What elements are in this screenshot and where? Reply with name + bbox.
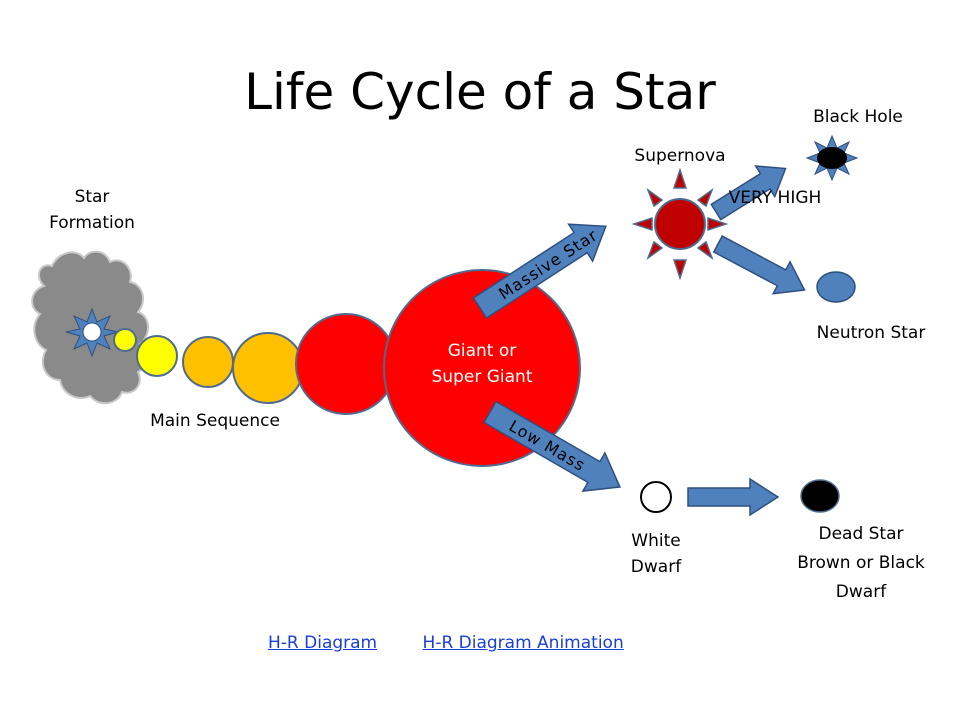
footer-links: H-R Diagram H-R Diagram Animation bbox=[268, 633, 664, 653]
arrow-to-black-hole bbox=[710, 165, 787, 221]
label-giant: Giant or Super Giant bbox=[431, 341, 533, 387]
arrow-to-dead-star bbox=[687, 477, 780, 517]
massive-star-arrow-label: Massive Star bbox=[495, 225, 601, 303]
label-neutron-star: Neutron Star bbox=[816, 323, 926, 343]
label-main-sequence: Main Sequence bbox=[150, 411, 280, 431]
page-title: Life Cycle of a Star bbox=[244, 63, 716, 121]
main-sequence-star-1 bbox=[113, 328, 137, 352]
red-star bbox=[295, 313, 397, 415]
link-hr-diagram[interactable]: H-R Diagram bbox=[268, 633, 378, 653]
arrow-to-neutron-star bbox=[712, 235, 806, 295]
white-dwarf bbox=[640, 481, 672, 513]
main-sequence-star-4 bbox=[232, 332, 304, 404]
main-sequence-star-3 bbox=[182, 336, 234, 388]
label-very-high: VERY HIGH bbox=[728, 188, 822, 208]
label-supernova: Supernova bbox=[634, 146, 726, 166]
link-hr-diagram-animation[interactable]: H-R Diagram Animation bbox=[422, 633, 624, 653]
black-hole bbox=[805, 134, 859, 182]
label-dead-star: Dead Star Brown or Black Dwarf bbox=[797, 524, 925, 602]
label-white-dwarf: White Dwarf bbox=[630, 531, 682, 577]
protostar-burst bbox=[65, 307, 119, 358]
label-star-formation: Star Formation bbox=[49, 187, 135, 233]
neutron-star bbox=[816, 271, 856, 303]
main-sequence-star-2 bbox=[136, 335, 178, 377]
dead-star bbox=[800, 479, 840, 513]
supernova-burst bbox=[631, 167, 729, 281]
label-black-hole: Black Hole bbox=[813, 107, 903, 127]
giant-star bbox=[383, 269, 581, 467]
